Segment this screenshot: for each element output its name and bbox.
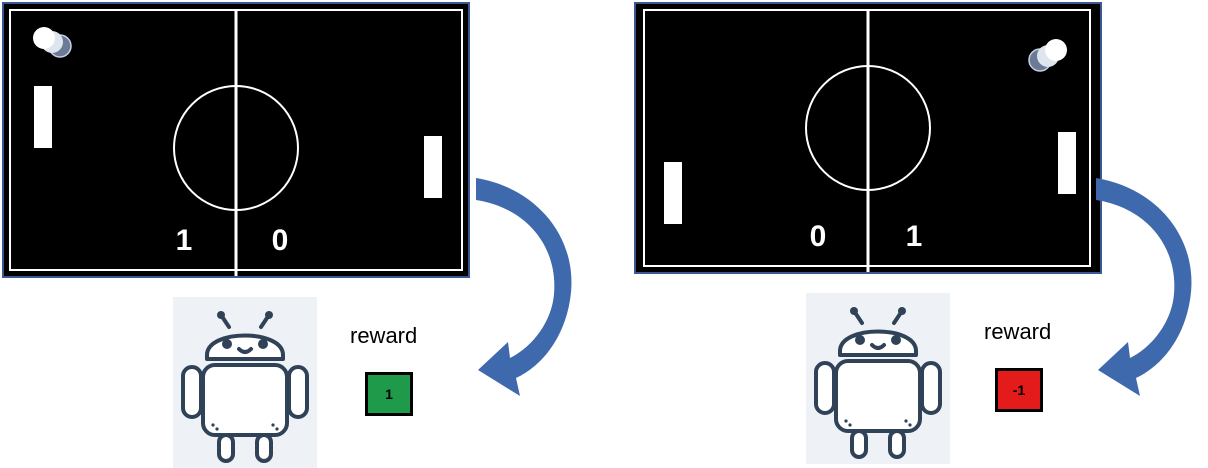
curved-arrow-icon [1096, 178, 1192, 396]
robot-agent-icon [181, 311, 309, 463]
court-lines [643, 9, 1091, 272]
reward-label-right: reward [984, 319, 1052, 344]
reward-value-left: 1 [365, 372, 413, 416]
right-paddle [1058, 132, 1076, 194]
score-left-player: 0 [809, 220, 827, 253]
left-paddle [34, 86, 52, 148]
reward-label-left: reward [350, 323, 418, 348]
court-lines [9, 9, 463, 276]
robot-agent-right [806, 293, 950, 464]
left-paddle [664, 162, 682, 224]
score-right-player: 1 [905, 220, 923, 253]
reward-value-right: -1 [995, 368, 1043, 412]
pong-court-right: 0 1 [634, 2, 1102, 274]
score-left-player: 1 [175, 224, 193, 257]
curved-arrow-icon [476, 178, 572, 396]
score-right-player: 0 [271, 224, 289, 257]
robot-agent-left [173, 297, 317, 468]
pong-court-left: 1 0 [2, 2, 470, 278]
pong-ball-icon [1028, 39, 1067, 72]
pong-ball-icon [33, 27, 72, 58]
robot-agent-icon [814, 307, 942, 459]
right-paddle [424, 136, 442, 198]
